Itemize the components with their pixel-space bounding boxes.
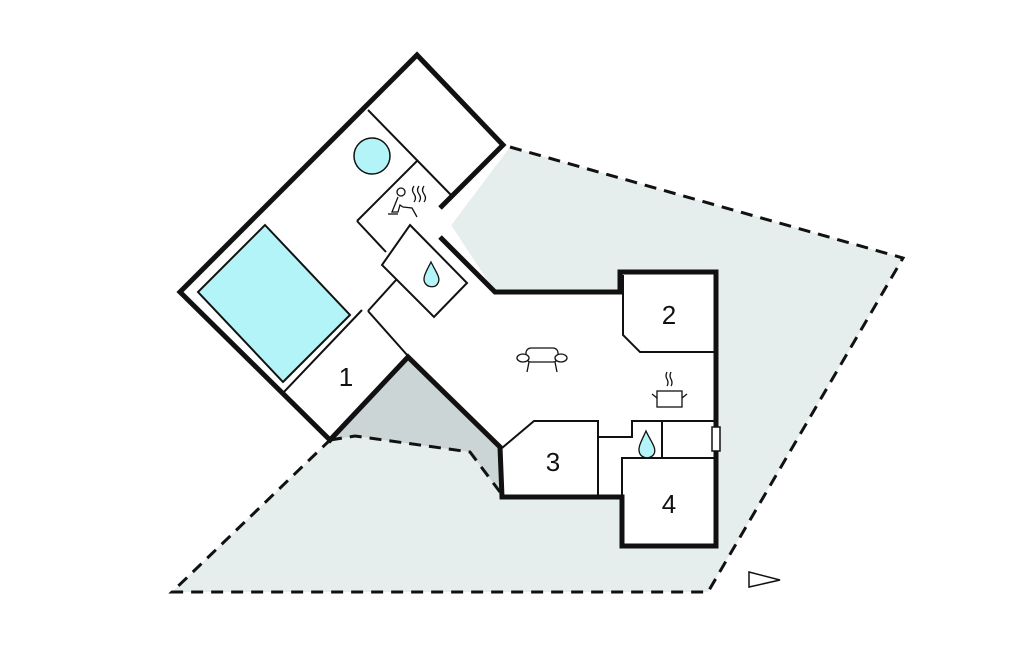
water-drop-icon — [638, 429, 656, 459]
cooking-pot-icon — [651, 371, 688, 408]
north-arrow-icon — [748, 571, 781, 588]
exterior-wall — [176, 51, 719, 549]
plot-boundary — [168, 145, 906, 594]
whirlpool-icon — [353, 137, 391, 175]
window — [711, 426, 721, 452]
room-label-1: 1 — [339, 362, 353, 392]
water-drop-icon — [423, 260, 440, 288]
pool — [196, 223, 352, 384]
room-label-4: 4 — [662, 489, 676, 519]
plot-boundary-inner — [329, 434, 502, 493]
shadow-area — [330, 357, 500, 492]
right-walls — [501, 275, 714, 497]
room-label-2: 2 — [662, 300, 676, 330]
sofa-icon — [516, 347, 568, 373]
room-label-3: 3 — [546, 447, 560, 477]
sauna-icon — [388, 185, 427, 218]
interior-walls — [281, 109, 469, 395]
